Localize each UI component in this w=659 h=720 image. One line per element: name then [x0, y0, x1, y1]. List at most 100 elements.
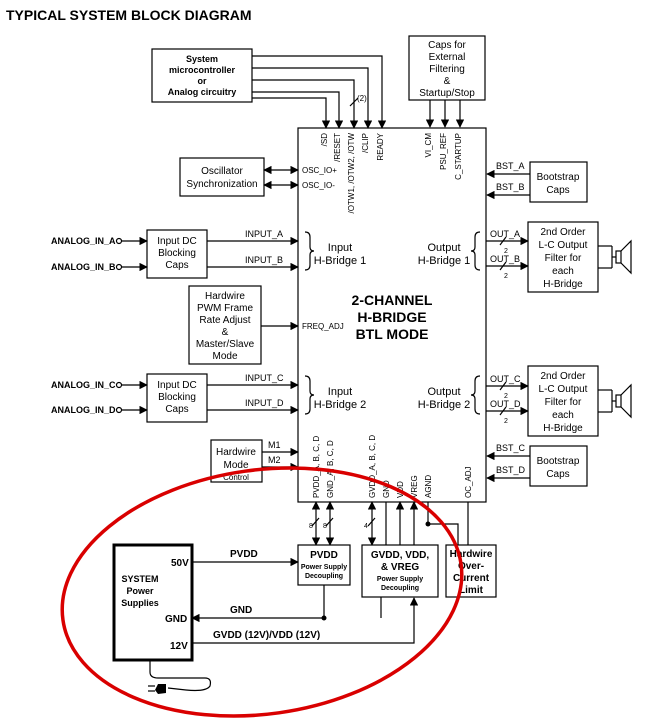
pin-freq-adj: FREQ_ADJ	[302, 322, 344, 331]
hwmode-obscured: Control	[223, 473, 249, 482]
power-plug-icon	[148, 660, 212, 694]
pin-sd: /SD	[320, 133, 329, 147]
terminal-b	[115, 263, 123, 271]
supply-line1: SYSTEM	[121, 574, 158, 584]
filt1-line1: L-C Output	[539, 240, 588, 251]
pvdd-dec-line2: Power Supply	[301, 564, 347, 571]
pin-osc-n: OSC_IO-	[302, 181, 335, 190]
oscillator-block	[179, 157, 265, 197]
output-filter-block-2	[527, 365, 599, 437]
bracket-out1	[470, 231, 481, 271]
input-dc-block-2	[146, 373, 208, 423]
boot2-line1: Bootstrap	[537, 456, 580, 467]
indc1-line3: Caps	[165, 260, 188, 271]
hwoc-line3: Current	[453, 573, 490, 584]
out-d-label: OUT_D	[490, 399, 521, 409]
pin-agnd: AGND	[424, 475, 433, 498]
speaker-2-icon	[598, 383, 632, 419]
analog-in-d: ANALOG_IN_D	[51, 405, 116, 415]
indc2-line1: Input DC	[157, 380, 196, 391]
filt1-line3: each	[552, 266, 574, 277]
pwm-line5: Master/Slave	[196, 339, 255, 350]
pwm-line2: PWM Frame	[197, 303, 254, 314]
input-c-label: INPUT_C	[245, 373, 284, 383]
bus-slash-otw	[349, 97, 359, 107]
output-hbridge1-label: Output	[427, 242, 460, 254]
page-title: TYPICAL SYSTEM BLOCK DIAGRAM	[6, 7, 252, 23]
mcu-line1: System	[186, 54, 218, 64]
slash-out-a	[499, 236, 507, 246]
input-b-label: INPUT_B	[245, 255, 283, 265]
pwm-line6: Mode	[212, 351, 237, 362]
mcu-line2: microcontroller	[169, 65, 236, 75]
otw-line	[252, 79, 359, 129]
hwoc-line2: Over-	[458, 561, 484, 572]
pin-ready: READY	[376, 132, 385, 160]
m2-label: M2	[268, 455, 281, 465]
bst-b-label: BST_B	[496, 182, 525, 192]
input-d-label: INPUT_D	[245, 398, 284, 408]
input-hbridge1-label: Input	[328, 242, 352, 254]
out-a-label: OUT_A	[490, 229, 520, 239]
hwmode-line2: Mode	[223, 460, 248, 471]
count-pvdd: 8	[309, 523, 313, 530]
pin-vi-cm: VI_CM	[424, 133, 433, 158]
gnd-junction	[321, 615, 327, 621]
pwm-hardwire-block	[188, 285, 262, 365]
gvdd-dec-line1: GVDD, VDD,	[371, 550, 430, 561]
supply-12v-label: 12V	[170, 641, 188, 652]
hwoc-line4: Limit	[459, 585, 484, 596]
filt2-line4: H-Bridge	[543, 423, 583, 434]
pvdd-dec-line1: PVDD	[310, 550, 338, 561]
terminal-a	[115, 237, 123, 245]
supply-gnd-label: GND	[165, 614, 187, 625]
supply-line3: Supplies	[121, 598, 159, 608]
supply-line2: Power	[126, 586, 154, 596]
hwmode-line1: Hardwire	[216, 447, 256, 458]
bootstrap-block-2	[529, 445, 588, 487]
system-mcu-block	[151, 48, 253, 103]
bootstrap-block-1	[529, 161, 588, 203]
sd-line	[252, 97, 331, 129]
count-gnd: 8	[323, 523, 327, 530]
system-power-supplies-block	[112, 543, 194, 662]
filt2-line1: L-C Output	[539, 384, 588, 395]
slash-gvdd	[367, 517, 376, 527]
h-bridge-chip	[297, 127, 487, 503]
supply-50v-label: 50V	[171, 558, 189, 569]
hwoc-line1: Hardwire	[450, 549, 493, 560]
bst-c-label: BST_C	[496, 443, 526, 453]
boot1-line1: Bootstrap	[537, 172, 580, 183]
osc-line1: Oscillator	[201, 166, 243, 177]
pin-gvdd: GVDD_A, B, C, D	[368, 435, 377, 498]
gvdd-dec-line4: Decoupling	[381, 585, 419, 592]
output-hbridge2-label-2: H-Bridge 2	[418, 399, 471, 411]
bracket-in1	[304, 231, 315, 271]
pin-pvdd: PVDD_A, B, C, D	[312, 436, 321, 498]
pvdd-dec-line3: Decoupling	[305, 573, 343, 580]
input-hbridge1-label-2: H-Bridge 1	[314, 255, 367, 267]
filt2-line3: each	[552, 410, 574, 421]
filt1-order: 2nd Order	[540, 227, 586, 238]
filt2-order: 2nd Order	[540, 371, 586, 382]
ext-caps-line3: Filtering	[429, 64, 465, 75]
pwm-line1: Hardwire	[205, 291, 245, 302]
pin-otw: /OTW1, /OTW2, /OTW	[347, 133, 356, 214]
hardwire-overcurrent-block	[445, 544, 497, 598]
count-out-a: 2	[504, 248, 508, 255]
indc2-line3: Caps	[165, 404, 188, 415]
slash-out-c	[499, 381, 507, 391]
input-hbridge2-label: Input	[328, 386, 352, 398]
gvdd-decoupling-block	[361, 544, 439, 598]
input-a-label: INPUT_A	[245, 229, 283, 239]
bst-d-label: BST_D	[496, 465, 526, 475]
out-c-label: OUT_C	[490, 374, 521, 384]
ext-caps-block	[408, 35, 486, 101]
indc2-line2: Blocking	[158, 392, 196, 403]
slash-pvdd	[311, 517, 320, 527]
pin-clip: /CLIP	[361, 133, 370, 153]
ext-caps-line1: Caps for	[428, 40, 466, 51]
input-hbridge2-label-2: H-Bridge 2	[314, 399, 367, 411]
filt1-line4: H-Bridge	[543, 279, 583, 290]
count-gvdd: 4	[364, 523, 368, 530]
